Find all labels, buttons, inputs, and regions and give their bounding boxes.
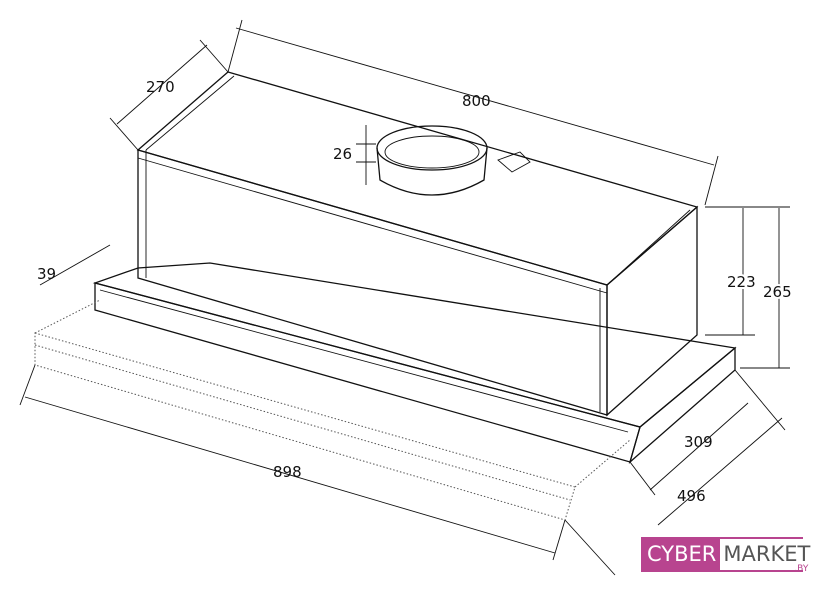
dim-309: 309 [684,433,713,451]
dim-898: 898 [273,463,302,481]
dim-800: 800 [462,92,491,110]
cybermarket-logo: CYBER MARKET.BY [641,537,811,574]
logo-cyber: CYBER [647,542,717,566]
dim-39: 39 [37,265,56,283]
extended-panel-outline [34,299,631,521]
dim-223: 223 [727,273,756,291]
logo-by: .BY [794,564,809,574]
hood-body [136,71,699,417]
dim-26: 26 [333,145,352,163]
logo-market-box: MARKET.BY [720,539,811,574]
logo-market: MARKET [723,542,811,566]
duct-collar [376,125,531,196]
dim-265: 265 [763,283,792,301]
dim-496: 496 [677,487,706,505]
dimension-lines: 800 270 26 39 223 265 309 496 898 [19,19,794,576]
dim-270: 270 [146,78,175,96]
